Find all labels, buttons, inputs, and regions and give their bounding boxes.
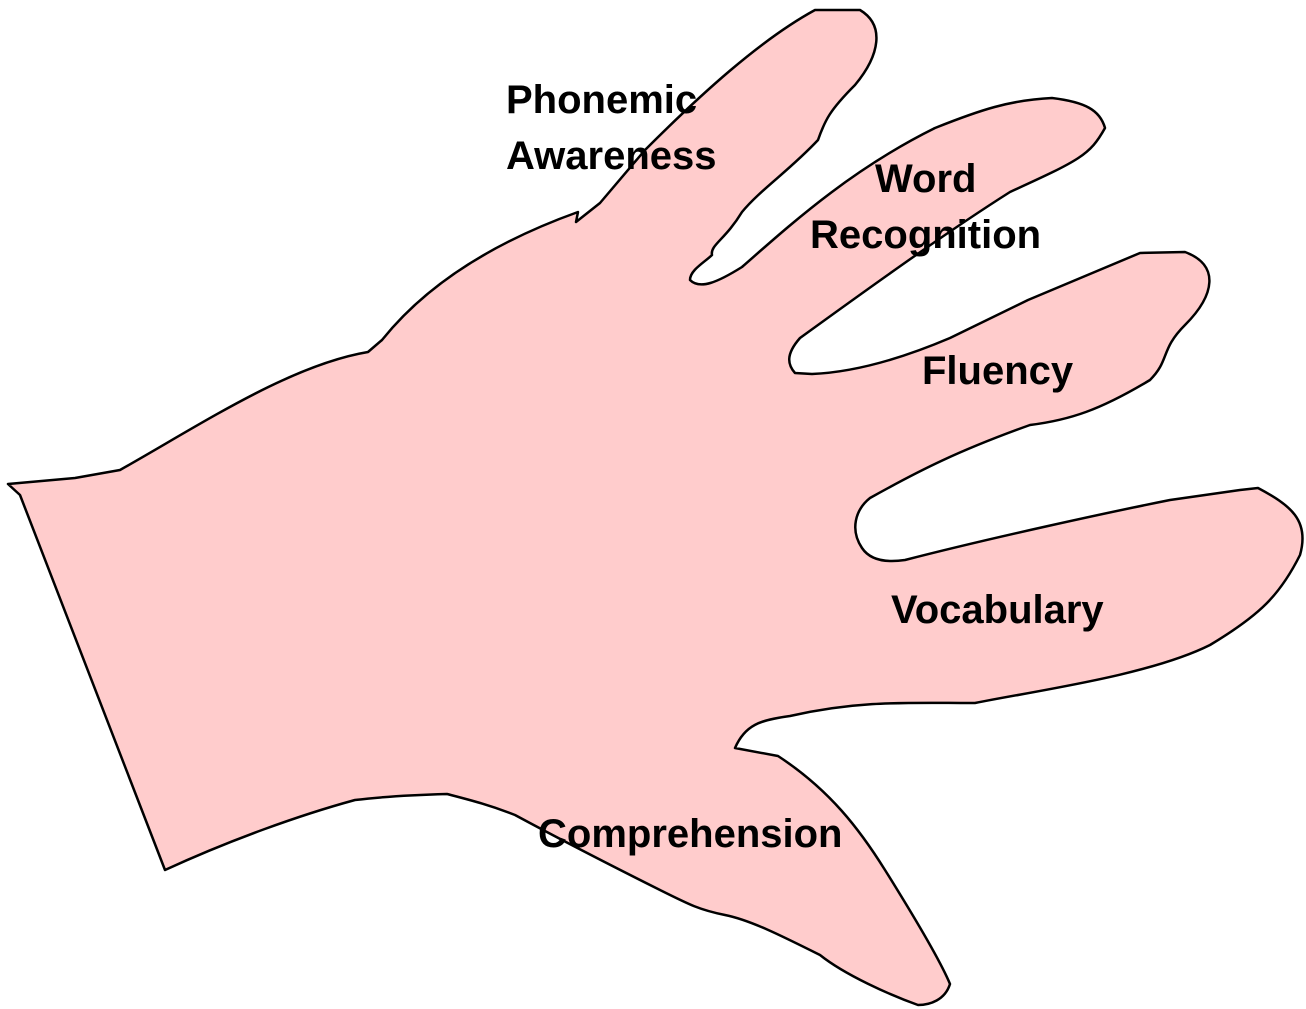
label-vocabulary: Vocabulary [891, 588, 1104, 632]
label-phonemic-awareness-line2: Awareness [506, 134, 717, 178]
label-phonemic-awareness-line1: Phonemic [506, 78, 697, 122]
label-word-recognition-line2: Recognition [810, 213, 1041, 257]
label-fluency: Fluency [922, 349, 1074, 393]
label-comprehension: Comprehension [538, 812, 842, 856]
label-word-recognition-line1: Word [875, 157, 976, 201]
